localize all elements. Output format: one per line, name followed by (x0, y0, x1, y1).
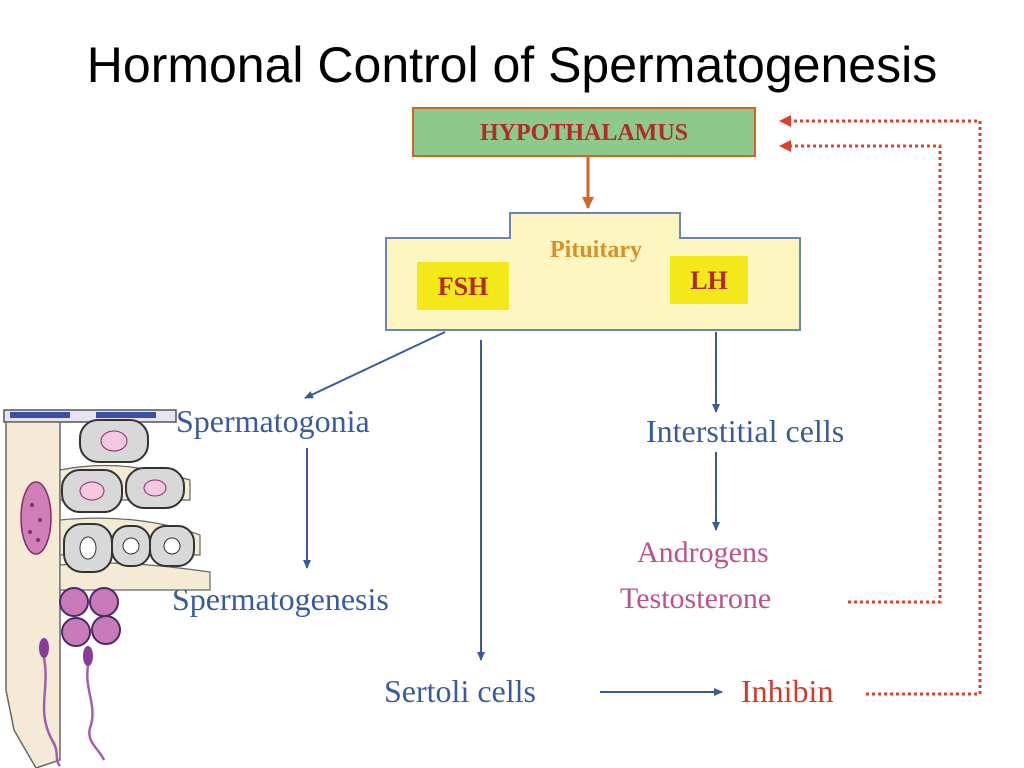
hypothalamus-label: HYPOTHALAMUS (480, 120, 688, 146)
pituitary-label: Pituitary (550, 237, 642, 263)
hypothalamus-box: HYPOTHALAMUS (412, 107, 756, 157)
inhibin-feedback-line (779, 115, 982, 696)
pituitary-box: Pituitary FSH LH (385, 212, 801, 331)
fsh-label: FSH (438, 272, 489, 301)
fsh-to-spermatogonia-arrow (304, 331, 446, 399)
testosterone-feedback-line (779, 140, 942, 604)
seminiferous-tubule-illustration (3, 409, 211, 768)
lh-label: LH (690, 266, 728, 295)
sertoli-cells-label: Sertoli cells (384, 673, 536, 709)
spermatogonia-label: Spermatogonia (176, 403, 370, 439)
interstitial-cells-label: Interstitial cells (646, 413, 844, 449)
testosterone-label: Testosterone (620, 582, 771, 615)
androgens-label: Androgens (637, 536, 769, 569)
inhibin-label: Inhibin (741, 673, 833, 709)
fsh-box (417, 262, 509, 310)
slide-title: Hormonal Control of Spermatogenesis (86, 37, 938, 93)
lh-box (670, 256, 748, 304)
